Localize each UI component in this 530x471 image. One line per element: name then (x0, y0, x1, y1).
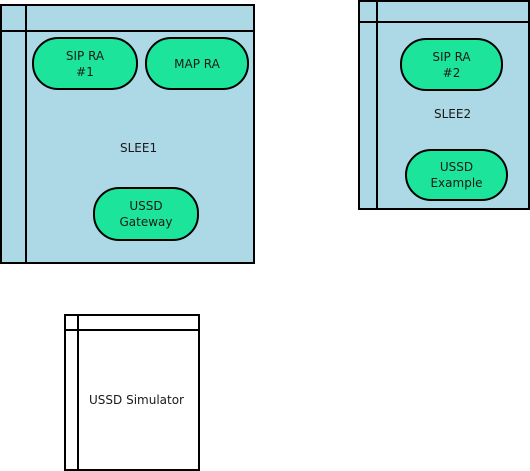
slee2-side-line (376, 2, 378, 208)
slee2-container[interactable]: SLEE2 SIP RA #2 USSD Example (358, 0, 530, 210)
slee1-container[interactable]: SLEE1 SIP RA #1 MAP RA USSD Gateway (0, 4, 255, 264)
slee1-label: SLEE1 (120, 141, 158, 155)
ussd-simulator-header-line (66, 329, 198, 331)
ussd-gateway-node[interactable]: USSD Gateway (93, 187, 199, 241)
ussd-simulator-container[interactable]: USSD Simulator (64, 314, 200, 471)
slee2-header-line (360, 21, 528, 23)
sip-ra-2-node[interactable]: SIP RA #2 (400, 38, 503, 91)
slee1-side-line (25, 6, 27, 262)
ussd-simulator-side-line (77, 316, 79, 469)
slee1-header-line (2, 30, 253, 32)
slee2-label: SLEE2 (434, 107, 472, 121)
ussd-simulator-label: USSD Simulator (89, 393, 184, 407)
ussd-example-node[interactable]: USSD Example (405, 149, 508, 201)
sip-ra-1-node[interactable]: SIP RA #1 (32, 37, 138, 90)
map-ra-node[interactable]: MAP RA (145, 37, 249, 90)
